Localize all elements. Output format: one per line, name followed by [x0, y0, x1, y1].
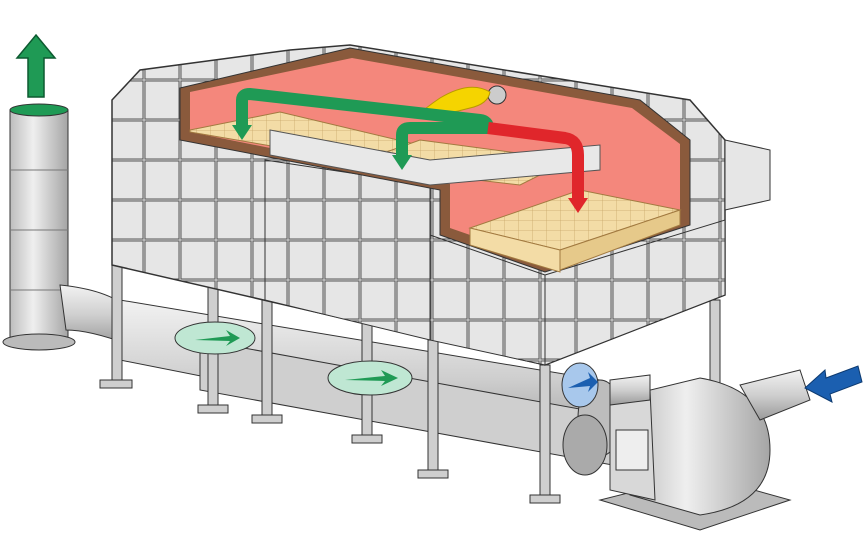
valve-middle — [327, 360, 413, 396]
flow-down-arrow-icon-2 — [392, 155, 412, 170]
flow-down-arrow-icon — [232, 125, 252, 140]
flow-arrows — [232, 87, 588, 213]
exhaust-stack — [2, 103, 131, 351]
valve-left — [174, 321, 256, 355]
blower-fan — [598, 369, 811, 531]
valve-inlet — [561, 362, 599, 408]
motor-box — [615, 429, 649, 471]
inlet-arrow-icon — [804, 365, 863, 403]
exhaust-up-arrow-icon — [15, 33, 57, 98]
hot-flow-down-arrow-icon — [568, 198, 588, 213]
platform-rail — [724, 139, 771, 211]
